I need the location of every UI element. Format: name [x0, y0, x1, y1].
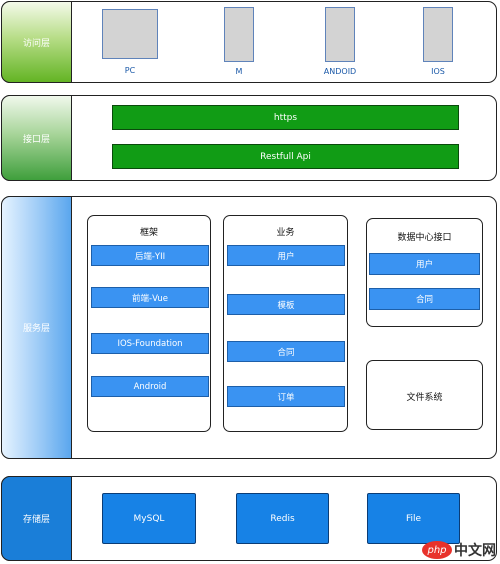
business-title: 业务 [276, 228, 295, 238]
access-layer-label: 访问层 [1, 1, 72, 83]
pc-screen-icon [102, 9, 158, 59]
datacenter-title: 数据中心接口 [397, 233, 452, 243]
service-layer-label: 服务层 [1, 196, 72, 459]
device-m: M [224, 7, 254, 77]
device-android: ANDOID [313, 7, 367, 77]
business-panel: 业务 用户 模板 合同 订单 [223, 215, 348, 432]
service-layer: 服务层 框架 后端-YII 前端-Vue IOS-Foundation Andr… [1, 196, 497, 459]
framework-title: 框架 [139, 228, 158, 238]
filesystem-title: 文件系统 [406, 393, 443, 403]
redis-box: Redis [236, 493, 329, 544]
interface-layer: 接口层 https Restfull Api [1, 95, 497, 181]
interface-layer-label: 接口层 [1, 95, 72, 181]
mobile-screen-icon [224, 7, 254, 62]
business-item: 订单 [227, 386, 345, 407]
framework-item: 前端-Vue [91, 287, 209, 308]
storage-layer: 存储层 MySQL Redis File [1, 476, 497, 561]
watermark-text: 中文网 [454, 543, 496, 559]
access-layer: 访问层 PC M ANDOID IOS [1, 1, 497, 83]
watermark: php 中文网 [422, 540, 496, 560]
framework-item: 后端-YII [91, 245, 209, 266]
android-screen-icon [325, 7, 355, 62]
file-box: File [367, 493, 460, 544]
datacenter-item: 用户 [369, 253, 480, 275]
business-item: 用户 [227, 245, 345, 266]
device-label: IOS [431, 67, 445, 76]
filesystem-panel: 文件系统 [366, 360, 483, 430]
business-item: 合同 [227, 341, 345, 362]
php-logo-icon: php [422, 541, 452, 559]
business-item: 模板 [227, 294, 345, 315]
device-label: M [235, 67, 243, 76]
device-ios: IOS [423, 7, 453, 77]
storage-layer-label: 存储层 [1, 476, 72, 561]
ios-screen-icon [423, 7, 453, 62]
datacenter-panel: 数据中心接口 用户 合同 [366, 218, 483, 327]
device-pc: PC [102, 9, 158, 79]
framework-item: Android [91, 376, 209, 397]
device-label: PC [124, 66, 136, 75]
framework-panel: 框架 后端-YII 前端-Vue IOS-Foundation Android [87, 215, 211, 432]
device-label: ANDOID [323, 67, 357, 76]
framework-item: IOS-Foundation [91, 333, 209, 354]
mysql-box: MySQL [102, 493, 196, 544]
datacenter-item: 合同 [369, 288, 480, 310]
restful-api-bar: Restfull Api [112, 144, 459, 169]
https-bar: https [112, 105, 459, 130]
